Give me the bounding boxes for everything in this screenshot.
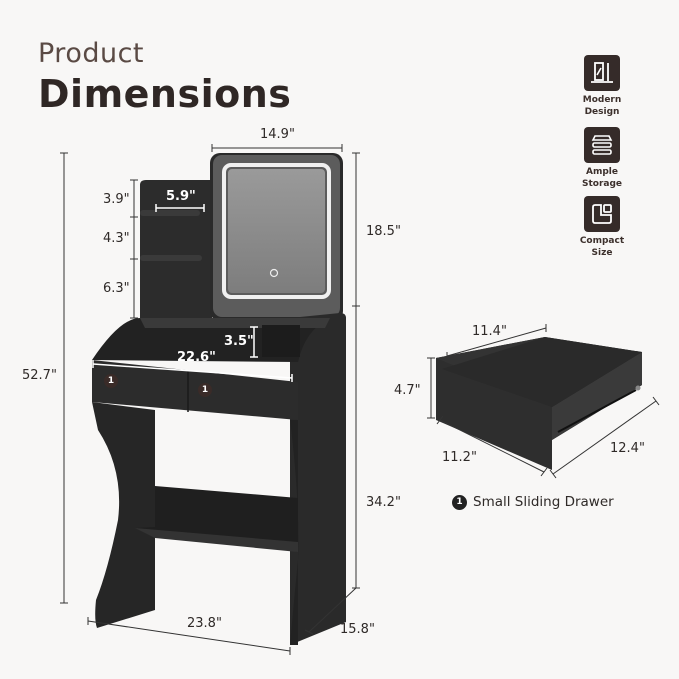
drawer-legend: 1 Small Sliding Drawer [452,494,614,510]
feature-label: Ample [586,167,618,177]
dim-shelf-3: 6.3" [103,281,130,296]
feature-modern-design: Modern Design [572,55,632,118]
dim-drawer-inner-width: 11.4" [472,324,507,339]
feature-ample-storage: Ample Storage [572,127,632,190]
mirror-icon [584,55,620,91]
stacked-drawers-icon [584,127,620,163]
dim-mirror-height: 18.5" [366,224,401,239]
dim-depth: 15.8" [340,622,375,637]
dim-drawer-height: 4.7" [394,383,421,398]
dim-shelf-width: 5.9" [166,189,196,204]
dim-overall-width: 23.8" [187,616,222,631]
feature-label: Size [591,248,613,258]
dim-drawer-depth: 12.4" [610,441,645,456]
dim-desk-inner-width: 22.6" [177,350,216,365]
feature-label: Storage [581,179,623,189]
feature-compact-size: Compact Size [572,196,632,259]
legend-label: Small Sliding Drawer [473,494,614,510]
dim-total-height: 52.7" [22,368,57,383]
legend-badge: 1 [452,494,467,510]
feature-label: Modern [582,95,622,105]
page-title: Dimensions [38,72,292,116]
feature-label: Compact [579,236,625,246]
dim-desk-height: 34.2" [366,495,401,510]
feature-label: Design [584,107,620,117]
title-subtitle: Product [38,38,145,69]
dim-shelf-1: 3.9" [103,192,130,207]
dim-shelf-2: 4.3" [103,231,130,246]
compact-square-icon [584,196,620,232]
dim-drawer-front-width: 11.2" [442,450,477,465]
dim-cubby-height: 3.5" [224,334,254,349]
drawer-badge-left: 1 [104,374,118,388]
dim-mirror-width: 14.9" [260,127,295,142]
drawer-badge-right: 1 [198,383,212,397]
